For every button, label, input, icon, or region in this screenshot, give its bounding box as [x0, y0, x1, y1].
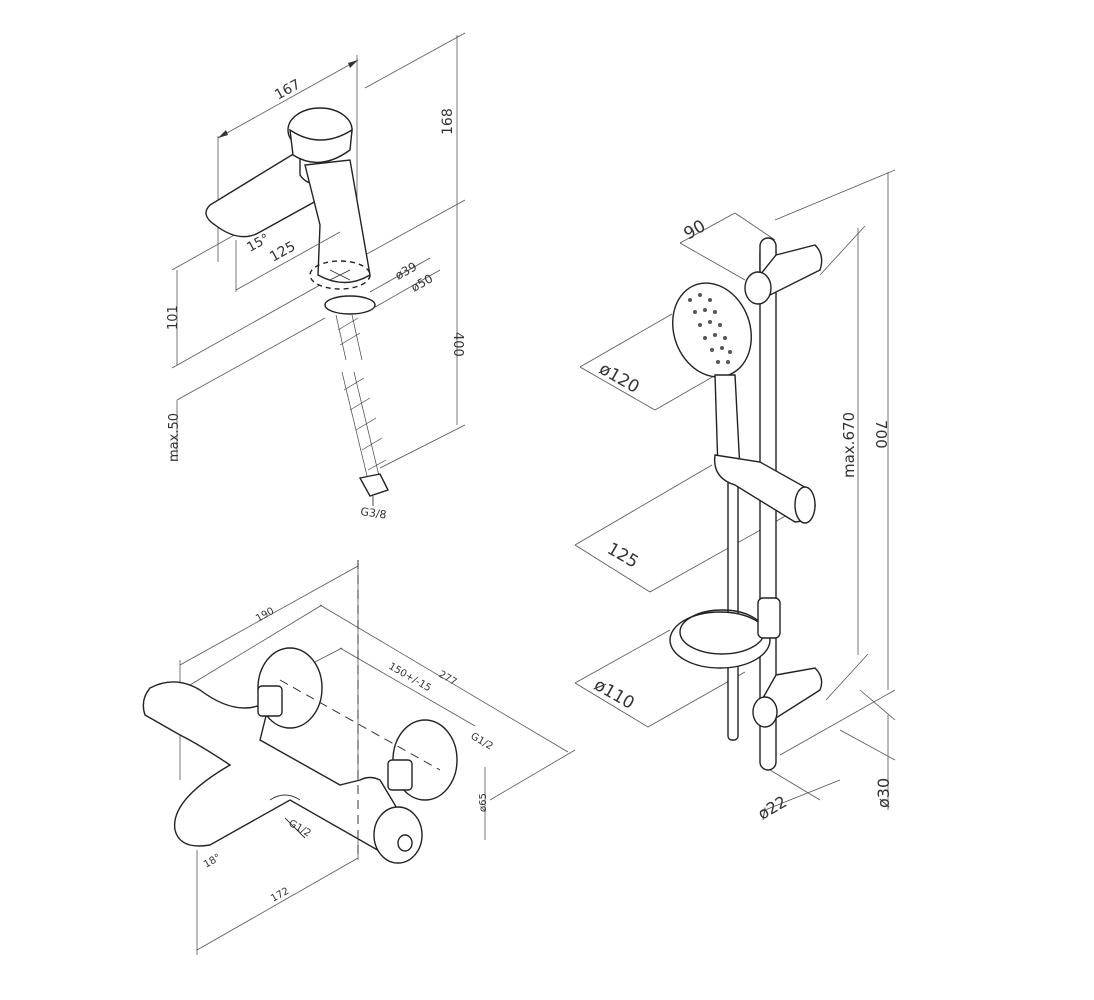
- dim-150-tolerance: 150+/-15: [387, 661, 433, 694]
- dim-101: 101: [166, 305, 181, 330]
- dim-dia-110: ø110: [591, 675, 638, 714]
- dim-dia-65: ø65: [478, 793, 489, 812]
- dim-angle-18: 18°: [202, 852, 223, 870]
- dim-700: 700: [872, 420, 890, 449]
- basin-mixer: [171, 32, 466, 506]
- dim-172: 172: [269, 886, 291, 905]
- thread-g12-outlet: G1/2: [287, 818, 313, 839]
- dim-125-slider: 125: [604, 539, 642, 573]
- dim-125: 125: [267, 239, 298, 266]
- dim-max-50: max.50: [167, 413, 182, 462]
- dim-dia-22: ø22: [755, 792, 791, 824]
- dim-400: 400: [450, 332, 465, 357]
- shower-rail-set: [574, 169, 896, 813]
- dim-dia-120: ø120: [596, 359, 643, 398]
- bath-mixer: [142, 560, 576, 955]
- thread-g38: G3/8: [360, 505, 388, 522]
- dim-190: 190: [254, 606, 276, 625]
- thread-g12-inlet: G1/2: [469, 731, 495, 752]
- dim-168: 168: [440, 108, 456, 135]
- dim-dia-30: ø30: [874, 778, 893, 808]
- dim-max-670: max.670: [840, 412, 858, 478]
